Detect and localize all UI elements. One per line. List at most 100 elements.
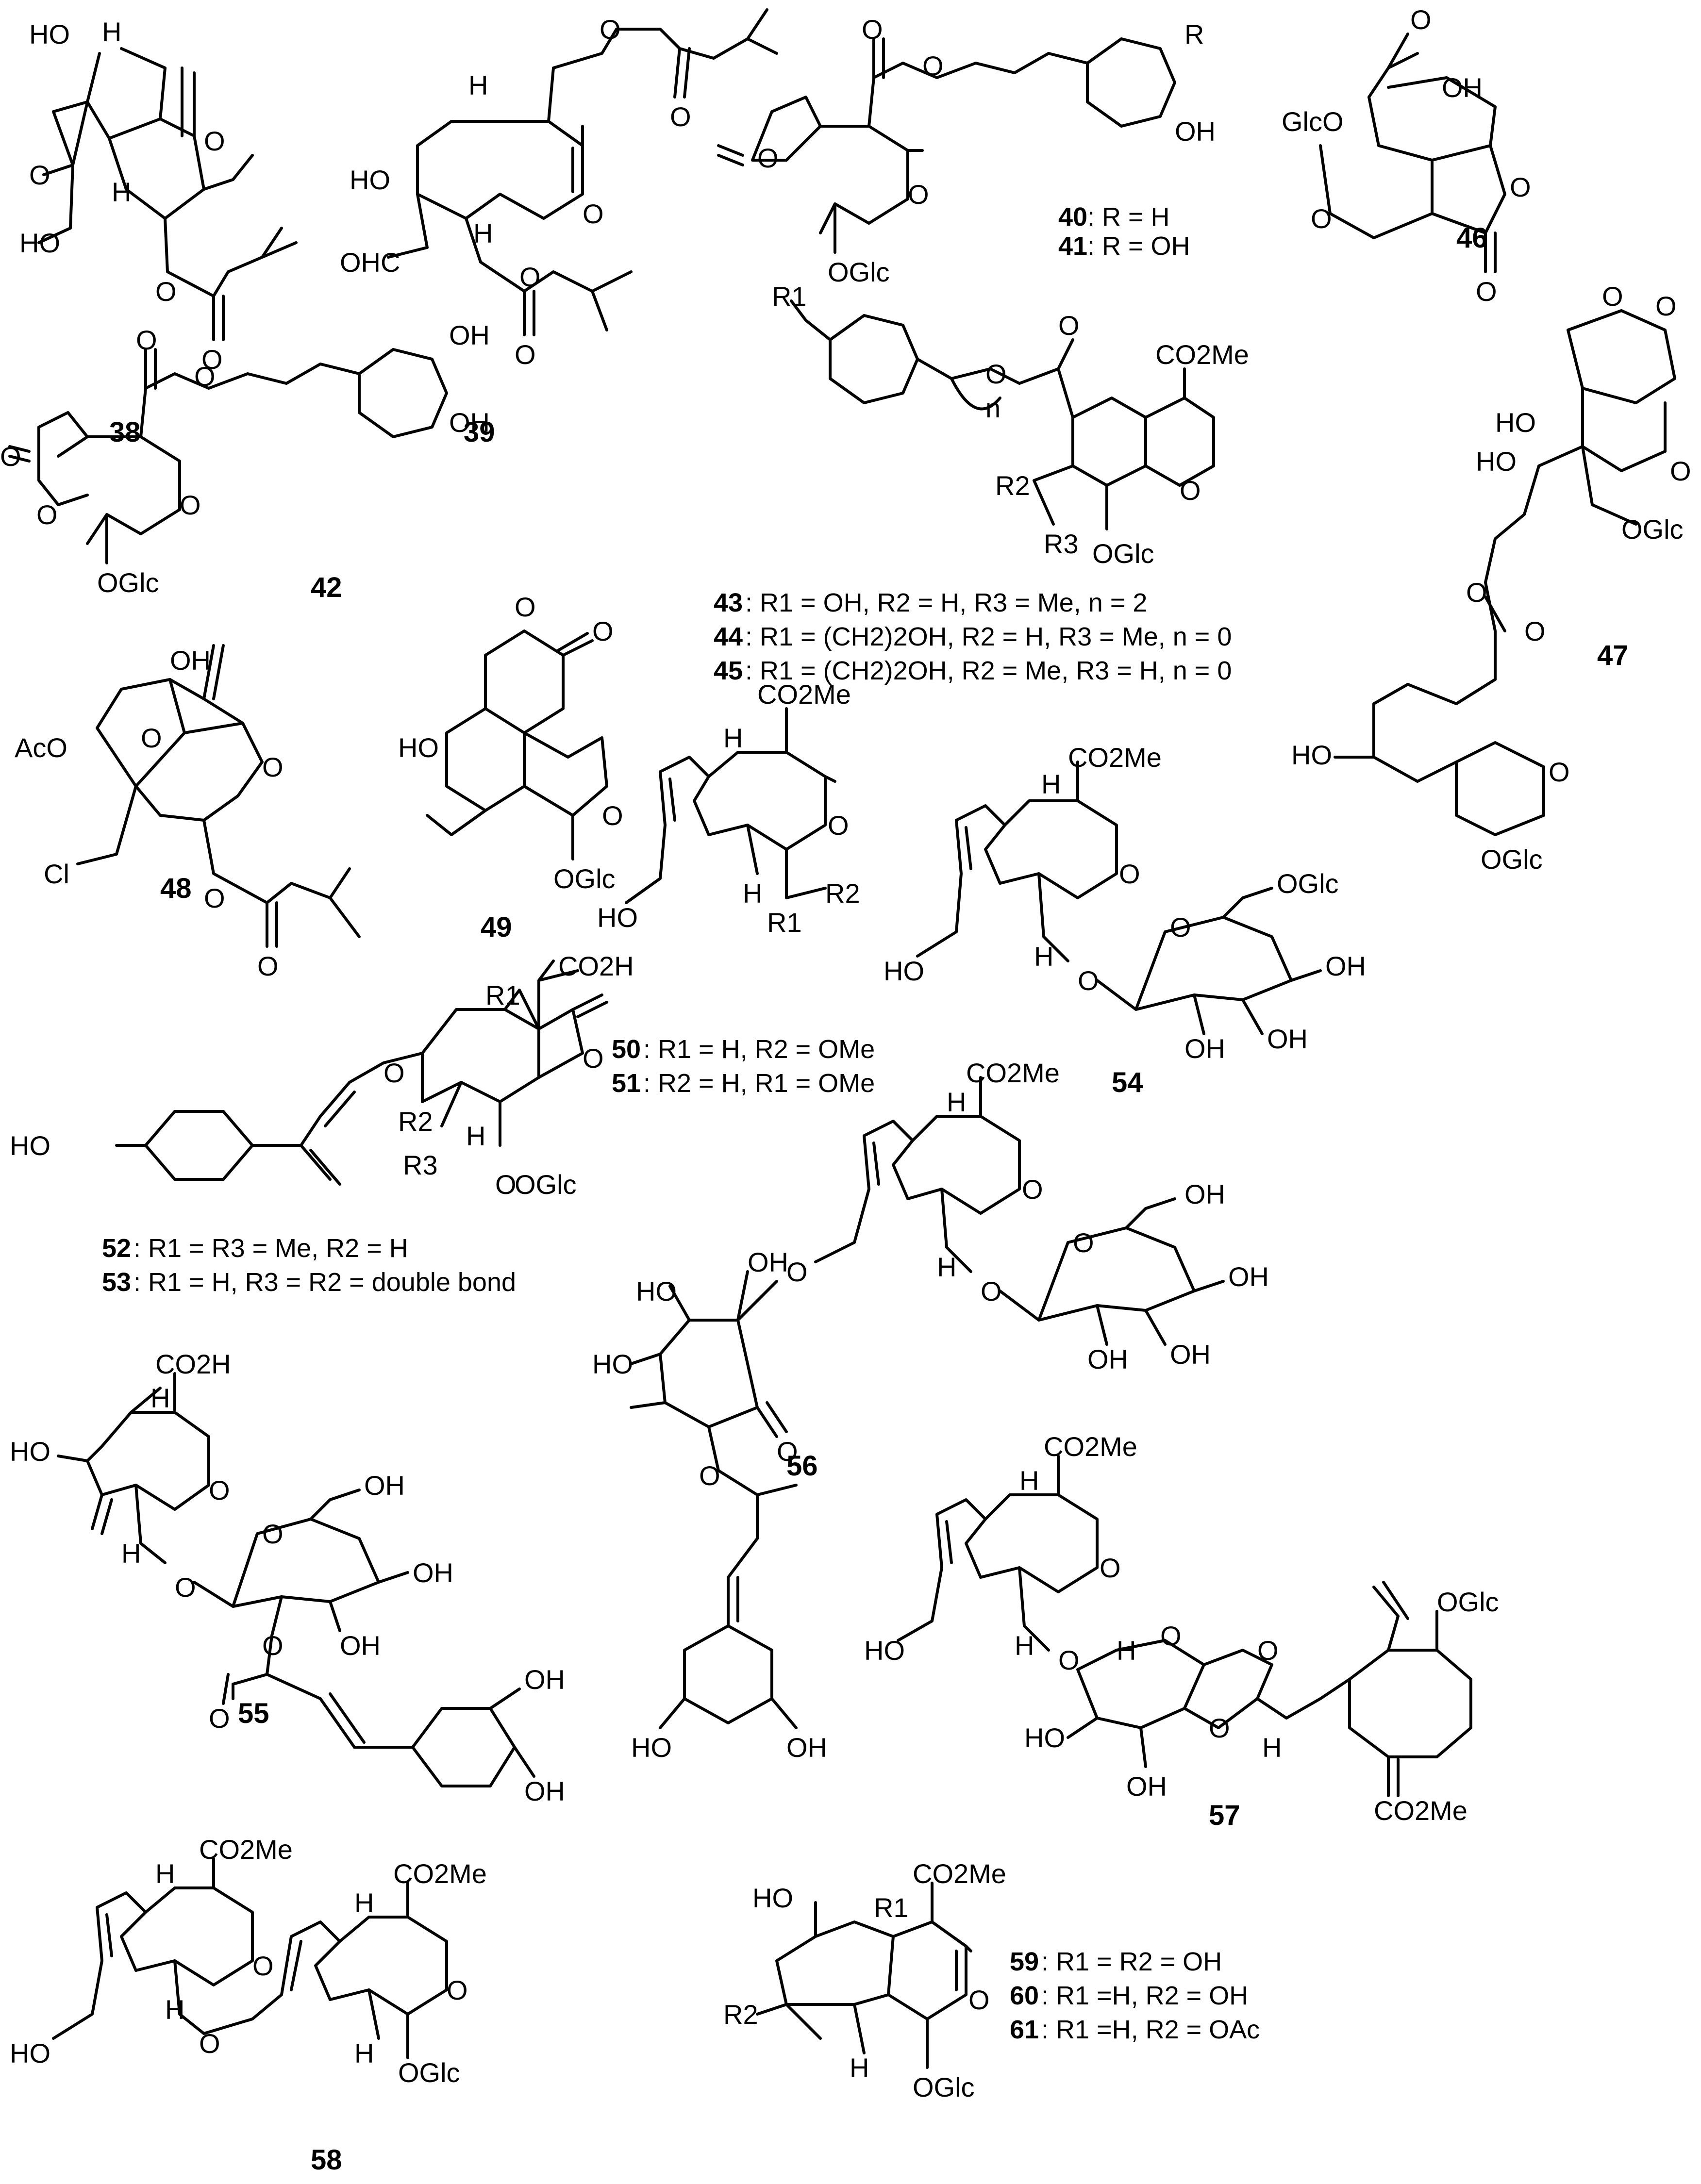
atom-label: OH bbox=[1325, 951, 1366, 981]
atom-label: H bbox=[1262, 1732, 1282, 1763]
atom-label: H bbox=[466, 1121, 485, 1151]
substituent-caption: : R1 = (CH2)2OH, R2 = Me, R3 = H, n = 0 bbox=[745, 656, 1232, 685]
atom-label: O bbox=[1476, 276, 1497, 307]
atom-label: CO2Me bbox=[1044, 1431, 1137, 1462]
atom-label: OH bbox=[786, 1732, 827, 1763]
compound-number: 58 bbox=[311, 2144, 342, 2176]
atom-label: O bbox=[384, 1058, 405, 1088]
atom-label: O bbox=[141, 723, 162, 753]
atom-label: O bbox=[262, 1630, 284, 1661]
atom-label: H bbox=[150, 1383, 170, 1413]
atom-label: HO bbox=[10, 1130, 50, 1161]
atom-label: H bbox=[1041, 769, 1061, 799]
atom-label: OH bbox=[1442, 72, 1483, 103]
atom-label: H bbox=[1015, 1630, 1034, 1661]
atom-label: O bbox=[1078, 965, 1099, 996]
atom-label: R3 bbox=[403, 1150, 438, 1180]
atom-label: O bbox=[495, 1169, 517, 1200]
atom-label: O bbox=[515, 339, 536, 370]
atom-label: O bbox=[204, 883, 225, 913]
atom-label: H bbox=[112, 177, 131, 207]
atom-label: R2 bbox=[398, 1106, 433, 1137]
atom-label: O bbox=[136, 325, 157, 355]
atom-label: Cl bbox=[44, 859, 69, 889]
compound-40-41: O O R OH O O OGlc 40 : R = H 41 : R = OH bbox=[717, 14, 1216, 287]
substituent-caption: : R1 = R2 = OH bbox=[1041, 1947, 1222, 1976]
atom-label: O bbox=[1670, 456, 1691, 486]
atom-label: O bbox=[204, 126, 225, 156]
atom-label: H bbox=[743, 878, 762, 909]
atom-label: H bbox=[102, 17, 121, 47]
substituent-caption: : R1 = H, R3 = R2 = double bond bbox=[133, 1268, 516, 1297]
substituent-caption: : R1 =H, R2 = OAc bbox=[1041, 2015, 1260, 2044]
atom-label: O bbox=[670, 101, 691, 132]
atom-label: OH bbox=[1267, 1024, 1308, 1054]
atom-label: R2 bbox=[995, 470, 1030, 501]
atom-label: H bbox=[165, 1994, 184, 2025]
atom-label: HO bbox=[884, 956, 924, 986]
compound-39: H O O HO O OHC H O O 39 bbox=[340, 8, 778, 448]
atom-label: OH bbox=[413, 1557, 453, 1588]
compound-number: 43 bbox=[714, 588, 743, 617]
atom-label: CO2Me bbox=[1068, 742, 1162, 773]
compound-number: 51 bbox=[612, 1069, 641, 1098]
compound-number: 46 bbox=[1456, 222, 1488, 254]
atom-label: R1 bbox=[767, 907, 802, 938]
compound-number: 54 bbox=[1112, 1067, 1143, 1098]
compound-number: 59 bbox=[1010, 1947, 1039, 1976]
atom-label: O bbox=[1466, 577, 1487, 608]
atom-label: H bbox=[468, 70, 488, 100]
atom-label: H bbox=[1117, 1635, 1136, 1666]
compound-52-53: CO2H R1 O HO O R2 R3 H O OGlc 52 : R1 = … bbox=[10, 951, 634, 1297]
atom-label: O bbox=[1602, 281, 1623, 312]
atom-label: R2 bbox=[825, 878, 860, 909]
atom-label: OHC bbox=[340, 247, 400, 278]
atom-label: OH bbox=[170, 645, 211, 676]
atom-label: OGlc bbox=[828, 257, 890, 287]
atom-label: CO2Me bbox=[393, 1858, 487, 1889]
atom-label: R1 bbox=[874, 1892, 909, 1923]
compound-number: 40 bbox=[1058, 202, 1087, 232]
atom-label: O bbox=[1209, 1713, 1230, 1743]
atom-label: R bbox=[1184, 19, 1204, 50]
atom-label: HO bbox=[752, 1883, 793, 1913]
atom-label: O bbox=[257, 951, 279, 981]
compound-50-51: CO2Me H O HO H R1 R2 50 : R1 = H, R2 = O… bbox=[597, 679, 875, 1098]
atom-label: H bbox=[121, 1538, 141, 1569]
atom-label: OH bbox=[1184, 1179, 1225, 1209]
atom-label: CO2Me bbox=[757, 679, 851, 710]
atom-label: H bbox=[850, 2052, 869, 2083]
atom-label: O bbox=[199, 2028, 220, 2059]
atom-label: O bbox=[1410, 4, 1432, 35]
atom-label: OH bbox=[1228, 1261, 1269, 1292]
compound-number: 42 bbox=[311, 572, 342, 603]
atom-label: HO bbox=[19, 228, 60, 258]
atom-label: HO bbox=[592, 1349, 633, 1379]
atom-label: O bbox=[828, 810, 849, 841]
atom-label: CO2Me bbox=[1155, 339, 1249, 370]
atom-label: H bbox=[354, 2038, 374, 2068]
atom-label: CO2H bbox=[558, 951, 634, 981]
atom-label: H bbox=[473, 218, 493, 248]
atom-label: O bbox=[583, 1043, 604, 1074]
atom-label: O bbox=[1655, 291, 1677, 321]
atom-label: HO bbox=[631, 1732, 672, 1763]
compound-56: H CO2Me O OH HO OH O H O OH HO O OH OH O… bbox=[592, 1058, 1269, 1763]
atom-label: O bbox=[1058, 310, 1080, 341]
atom-label: OH bbox=[524, 1776, 565, 1806]
atom-label: O bbox=[786, 1257, 808, 1287]
atom-label: HO bbox=[350, 165, 390, 195]
substituent-caption: : R1 = (CH2)2OH, R2 = H, R3 = Me, n = 0 bbox=[745, 622, 1232, 651]
substituent-caption: : R1 = OH, R2 = H, R3 = Me, n = 2 bbox=[745, 588, 1147, 617]
compound-42: O O OH OH O O O OGlc 42 bbox=[0, 320, 490, 603]
substituent-caption: : R1 =H, R2 = OH bbox=[1041, 1981, 1248, 2010]
compound-55: CO2H H HO O H OH O O OH O OH O OH OH 55 bbox=[10, 1349, 565, 1806]
atom-label: O bbox=[447, 1975, 468, 2005]
atom-label: HO bbox=[10, 2038, 50, 2068]
compound-number: 60 bbox=[1010, 1981, 1039, 2010]
atom-label: O bbox=[862, 14, 883, 45]
atom-label: O bbox=[262, 1519, 284, 1549]
atom-label: OGlc bbox=[553, 863, 616, 894]
atom-label: O bbox=[515, 592, 536, 622]
